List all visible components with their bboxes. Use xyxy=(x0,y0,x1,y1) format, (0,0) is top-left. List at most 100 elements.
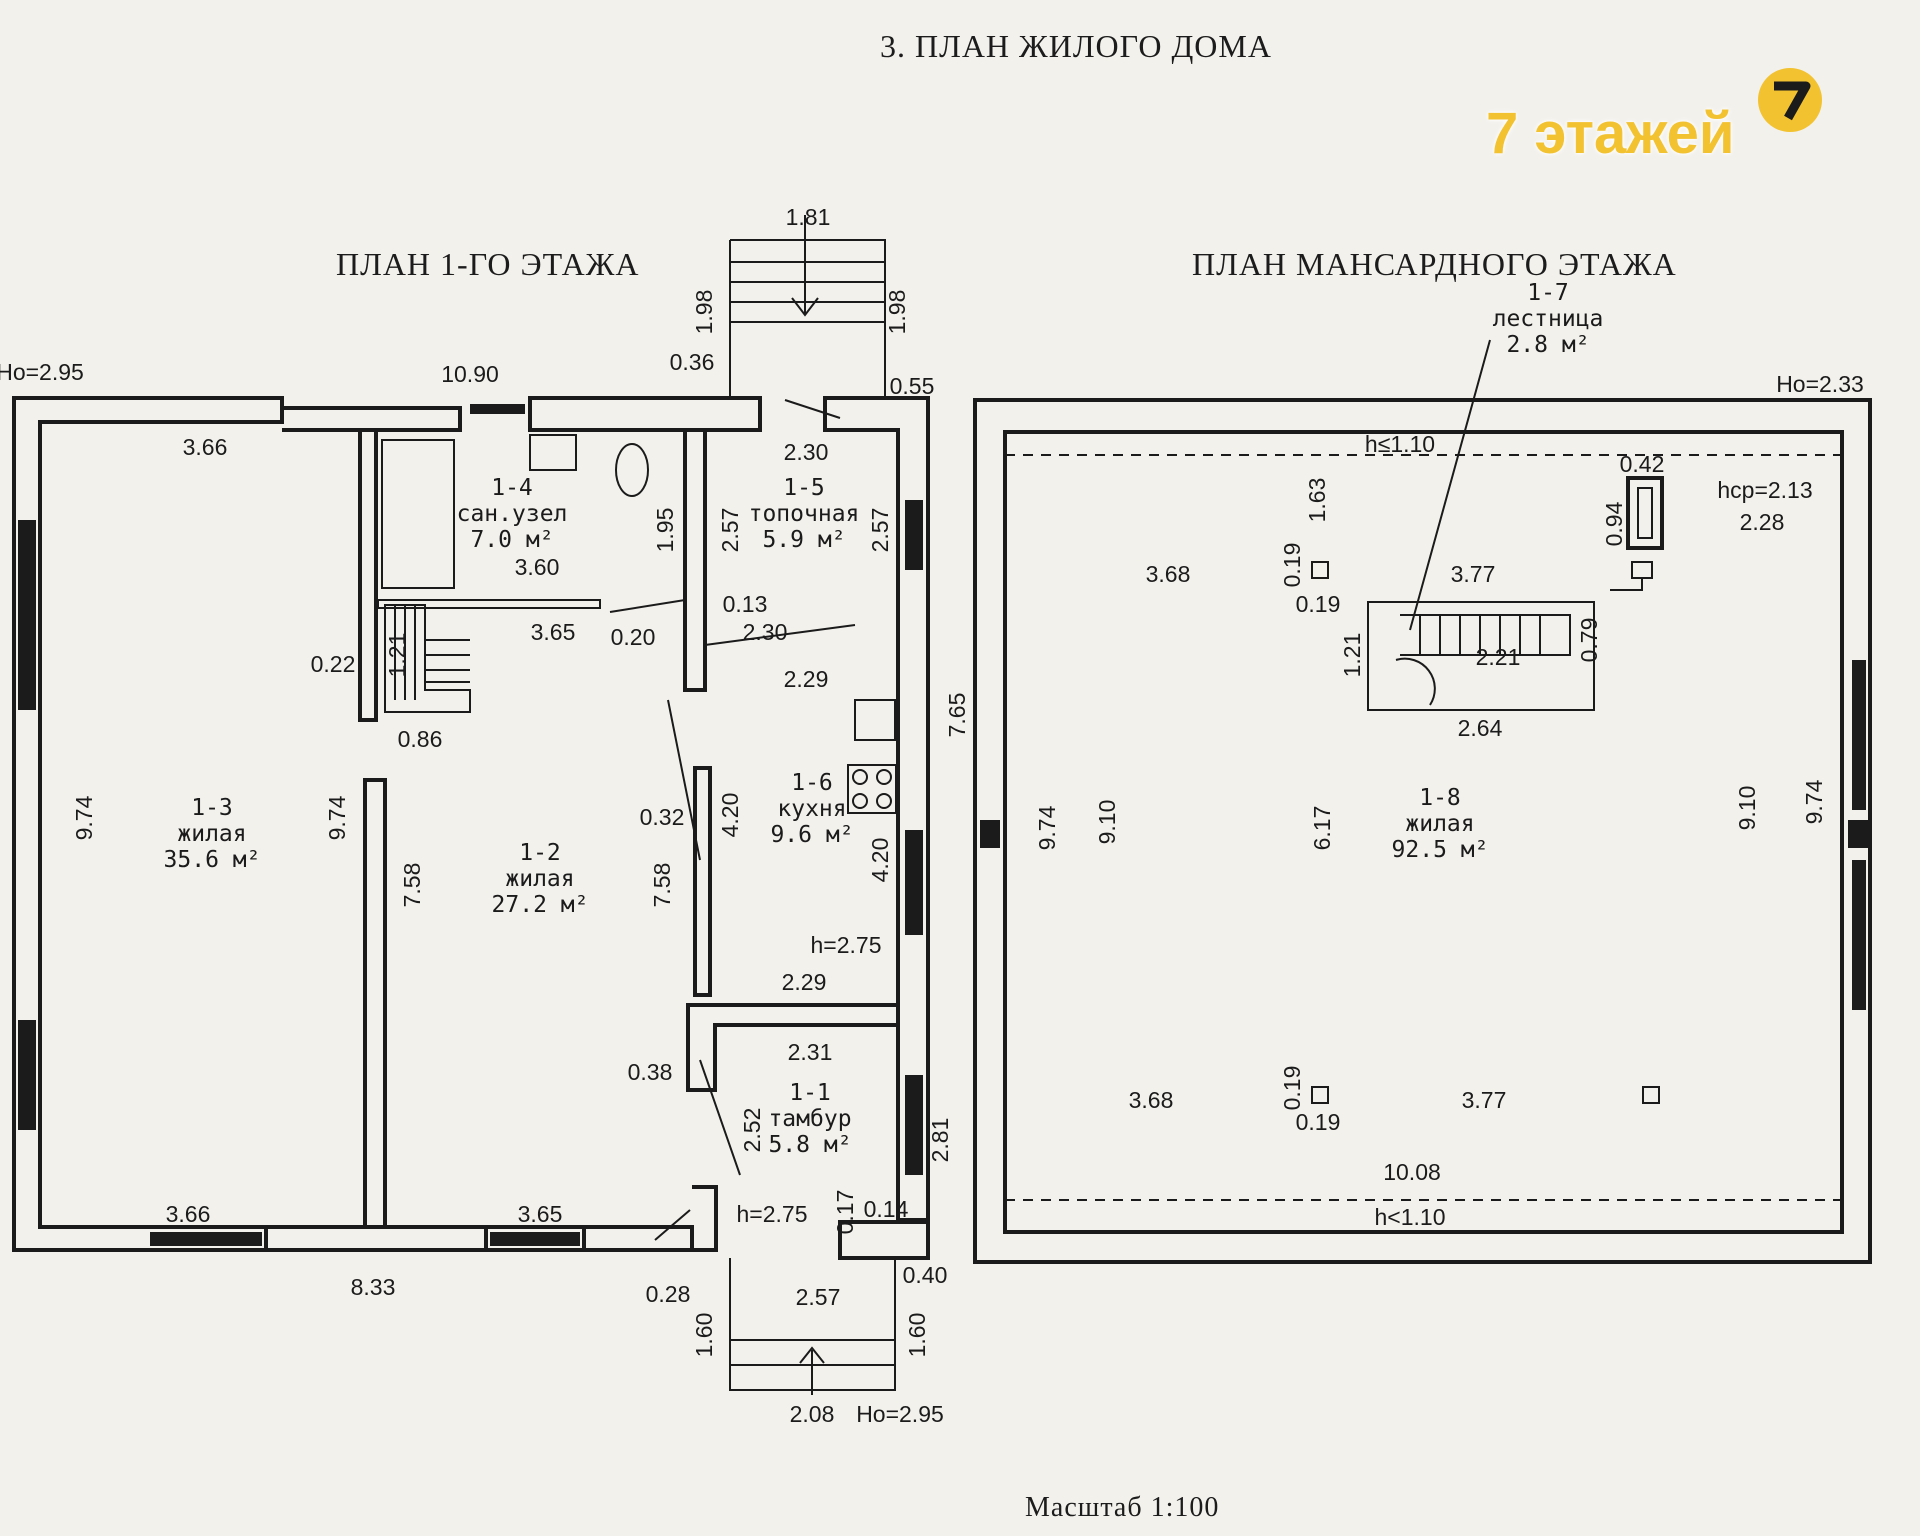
brand-logo: 7 этажей xyxy=(1486,68,1822,166)
stove-icon xyxy=(847,764,897,814)
dim-floor1-top_width: 10.90 xyxy=(441,361,499,387)
dim-floor1-porch_r: 1.98 xyxy=(884,290,910,335)
dim-attic-ho: Ho=2.33 xyxy=(1776,371,1864,397)
room-name-1-1: тамбур xyxy=(768,1106,851,1132)
dim-floor1-d758a: 7.58 xyxy=(399,863,425,908)
kitchen-sink-icon xyxy=(854,699,896,741)
dim-attic-d042: 0.42 xyxy=(1620,451,1665,477)
window xyxy=(905,830,923,935)
room-id-1-1: 1-1 xyxy=(789,1080,831,1106)
dim-floor1-d360: 3.60 xyxy=(515,554,560,580)
dim-floor1-d121: 1.21 xyxy=(384,633,410,678)
dim-attic-d019a: 0.19 xyxy=(1279,543,1305,588)
window xyxy=(18,520,36,710)
dim-floor1-d013: 0.13 xyxy=(723,591,768,617)
dim-floor1-d160a: 1.60 xyxy=(691,1313,717,1358)
room-area-1-4: 7.0 м² xyxy=(470,527,553,553)
room-name-1-5: топочная xyxy=(749,501,860,527)
dim-floor1-d974b: 9.74 xyxy=(324,795,350,840)
dim-attic-d019c: 0.19 xyxy=(1279,1066,1305,1111)
attic-plan xyxy=(973,339,1872,1264)
dim-attic-d377a: 3.77 xyxy=(1451,561,1496,587)
dim-attic-d094: 0.94 xyxy=(1601,501,1627,546)
room-area-1-1: 5.8 м² xyxy=(768,1132,851,1158)
dim-floor1-d257b: 2.57 xyxy=(867,508,893,553)
dim-floor1-d086: 0.86 xyxy=(398,726,443,752)
dim-floor1-porch_l: 1.98 xyxy=(691,290,717,335)
bathtub-icon xyxy=(381,439,455,589)
dim-attic-d264: 2.64 xyxy=(1458,715,1503,741)
dim-floor1-d420b: 4.20 xyxy=(867,838,893,883)
chimney-icon xyxy=(1610,476,1664,591)
room-name-1-4: сан.узел xyxy=(457,501,568,527)
dim-attic-d974a: 9.74 xyxy=(1034,805,1060,850)
dim-floor1-d028: 0.28 xyxy=(646,1281,691,1307)
toilet-icon xyxy=(615,443,649,497)
column-icon xyxy=(1642,1086,1660,1104)
dim-attic-d221: 2.21 xyxy=(1476,644,1521,670)
room-area-1-6: 9.6 м² xyxy=(770,822,853,848)
dim-floor1-d229b: 2.29 xyxy=(782,969,827,995)
attic-title: ПЛАН МАНСАРДНОГО ЭТАЖА xyxy=(1192,246,1677,282)
dim-attic-d617: 6.17 xyxy=(1309,806,1335,851)
window xyxy=(905,1075,923,1175)
window xyxy=(18,1020,36,1130)
room-id-1-2: 1-2 xyxy=(519,840,561,866)
room-id-1-7: 1-7 xyxy=(1527,280,1569,306)
dim-floor1-d765: 7.65 xyxy=(944,693,970,738)
dim-floor1-d040: 0.40 xyxy=(903,1262,948,1288)
room-area-1-5: 5.9 м² xyxy=(762,527,845,553)
column-icon xyxy=(1311,561,1329,579)
room-name-1-6: кухня xyxy=(777,796,846,822)
dim-floor1-d281: 2.81 xyxy=(927,1118,953,1163)
room-area-1-7: 2.8 м² xyxy=(1506,332,1589,358)
dim-attic-d368b: 3.68 xyxy=(1129,1087,1174,1113)
dim-attic-d910a: 9.10 xyxy=(1094,800,1120,845)
porch-top-icon xyxy=(729,215,886,398)
column-icon xyxy=(1311,1086,1329,1104)
room-id-1-3: 1-3 xyxy=(191,795,233,821)
dim-attic-hcp: hср=2.13 xyxy=(1717,477,1812,503)
dim-floor1-d974a: 9.74 xyxy=(71,795,97,840)
dim-floor1-d230: 2.30 xyxy=(784,439,829,465)
window xyxy=(470,404,525,414)
dim-floor1-d055: 0.55 xyxy=(890,373,935,399)
dim-floor1-d036: 0.36 xyxy=(670,349,715,375)
dim-attic-d377b: 3.77 xyxy=(1462,1087,1507,1113)
scale-label: Масштаб 1:100 xyxy=(1025,1492,1220,1523)
room-name-1-7: лестница xyxy=(1493,306,1604,332)
dim-floor1-d229: 2.29 xyxy=(784,666,829,692)
room-name-1-3: жилая xyxy=(177,821,246,847)
dim-attic-d079: 0.79 xyxy=(1576,618,1602,663)
dim-attic-d019b: 0.19 xyxy=(1296,591,1341,617)
dim-attic-d163: 1.63 xyxy=(1304,478,1330,523)
floor1-plan xyxy=(12,215,930,1395)
dim-floor1-d038: 0.38 xyxy=(628,1059,673,1085)
room-id-1-5: 1-5 xyxy=(783,475,825,501)
room-id-1-8: 1-8 xyxy=(1419,785,1461,811)
sink-icon xyxy=(529,434,577,471)
room-area-1-8: 92.5 м² xyxy=(1392,837,1489,863)
window xyxy=(150,1232,262,1246)
dim-floor1-d032: 0.32 xyxy=(640,804,685,830)
dim-floor1-ho_left: Ho=2.95 xyxy=(0,359,84,385)
dim-floor1-d160b: 1.60 xyxy=(904,1313,930,1358)
dim-floor1-w366_top: 3.66 xyxy=(183,434,228,460)
dim-floor1-d022: 0.22 xyxy=(311,651,356,677)
dim-attic-d1008: 10.08 xyxy=(1383,1159,1441,1185)
room-name-1-8: жилая xyxy=(1405,811,1474,837)
dim-attic-d974b: 9.74 xyxy=(1801,779,1827,824)
dim-floor1-d366_bot: 3.66 xyxy=(166,1201,211,1227)
dim-attic-d121: 1.21 xyxy=(1339,633,1365,678)
dim-attic-d019d: 0.19 xyxy=(1296,1109,1341,1135)
floor1-title: ПЛАН 1-ГО ЭТАЖА xyxy=(336,246,640,282)
room-area-1-3: 35.6 м² xyxy=(164,847,261,873)
porch-bottom-icon xyxy=(729,1258,896,1395)
dim-floor1-d230b: 2.30 xyxy=(743,619,788,645)
main-title: 3. ПЛАН ЖИЛОГО ДОМА xyxy=(880,28,1272,64)
dim-floor1-d420a: 4.20 xyxy=(717,793,743,838)
room-id-1-4: 1-4 xyxy=(491,475,533,501)
dim-floor1-d257c: 2.57 xyxy=(796,1284,841,1310)
